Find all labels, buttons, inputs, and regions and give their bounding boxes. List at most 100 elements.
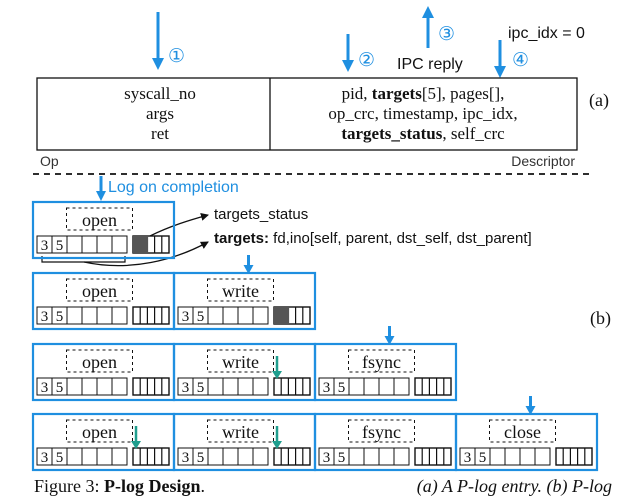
status-bitmap — [273, 377, 311, 396]
figure-caption-detail: (a) A P-log entry. (b) P-log — [417, 476, 612, 497]
status-cursor-arrowhead — [272, 441, 282, 449]
target-digit: 5 — [197, 450, 205, 466]
target-digit: 3 — [182, 380, 190, 396]
target-cell — [66, 447, 83, 466]
target-digit: 3 — [464, 450, 472, 466]
targets-description: targets: fd,ino[self, parent, dst_self, … — [214, 230, 532, 247]
descriptor-line-3: targets_status, self_crc — [341, 124, 505, 143]
target-cell — [207, 306, 224, 325]
target-cell — [519, 447, 536, 466]
status-bitmap — [132, 447, 170, 466]
op-name-box — [66, 278, 133, 302]
op-name-box — [489, 419, 556, 443]
target-cell — [111, 306, 128, 325]
op-name: fsync — [362, 352, 401, 372]
target-cell — [252, 377, 269, 396]
op-name-box — [348, 419, 415, 443]
target-cell — [111, 377, 128, 396]
part-a-tag: (a) — [589, 90, 609, 111]
target-digit: 5 — [197, 309, 205, 325]
target-digit: 3 — [41, 380, 49, 396]
status-cursor-arrowhead — [131, 441, 141, 449]
target-cell — [237, 377, 254, 396]
target-cell — [66, 377, 83, 396]
target-cell — [363, 377, 380, 396]
target-cell — [207, 447, 224, 466]
entry-frame — [454, 412, 599, 472]
target-cell — [81, 235, 98, 254]
target-cell — [489, 447, 506, 466]
target-digit: 5 — [56, 309, 64, 325]
target-cell — [237, 306, 254, 325]
target-cell — [81, 377, 98, 396]
target-digit: 3 — [41, 238, 49, 254]
op-name: open — [82, 352, 117, 372]
target-digit: 3 — [323, 450, 331, 466]
target-cell — [66, 235, 83, 254]
target-cell — [393, 447, 410, 466]
target-cell — [96, 235, 113, 254]
entry-frame — [31, 200, 176, 260]
marker-3: ③ — [438, 24, 455, 45]
target-cell — [81, 306, 98, 325]
op-name-box — [66, 349, 133, 373]
entry-frame — [172, 271, 317, 331]
status-bits-pending — [133, 236, 149, 253]
target-cell — [363, 447, 380, 466]
targets-status-label: targets_status — [214, 206, 308, 223]
status-pointer-arrow — [149, 213, 209, 237]
target-digit: 5 — [197, 380, 205, 396]
entry-frame — [313, 342, 458, 402]
target-cell — [534, 447, 551, 466]
op-field-ret: ret — [151, 124, 169, 143]
append-arrowhead — [384, 336, 395, 345]
marker-1: ① — [168, 46, 185, 67]
target-cell — [66, 306, 83, 325]
target-cell — [111, 235, 128, 254]
target-cell — [81, 447, 98, 466]
target-cell — [222, 306, 239, 325]
descriptor-label: Descriptor — [511, 153, 575, 169]
status-cursor-arrowhead — [272, 371, 282, 379]
target-cell — [348, 377, 365, 396]
op-input-arrowhead — [152, 58, 164, 70]
target-cell — [111, 447, 128, 466]
ipc-idx-arrowhead — [494, 66, 506, 78]
target-digit: 5 — [338, 450, 346, 466]
op-label: Op — [40, 153, 59, 169]
op-name-box — [66, 207, 133, 231]
op-name: open — [82, 281, 117, 301]
target-digit: 5 — [479, 450, 487, 466]
target-cell — [96, 447, 113, 466]
target-cell — [207, 377, 224, 396]
op-name: open — [82, 422, 117, 442]
ipc-idx-label: ipc_idx = 0 — [508, 25, 585, 42]
op-field-args: args — [146, 104, 174, 123]
target-digit: 3 — [41, 309, 49, 325]
target-cell — [393, 377, 410, 396]
target-digit: 5 — [56, 380, 64, 396]
log-on-completion-arrowhead — [96, 191, 106, 201]
status-bits-pending — [274, 307, 290, 324]
descriptor-line-2: op_crc, timestamp, ipc_idx, — [328, 104, 517, 123]
status-bitmap — [132, 377, 170, 396]
target-cell — [96, 306, 113, 325]
target-cell — [252, 306, 269, 325]
op-name: open — [82, 210, 117, 230]
op-name: write — [222, 352, 259, 372]
targets-pointer-arrow — [83, 241, 209, 267]
op-field-syscall-no: syscall_no — [124, 84, 196, 103]
target-cell — [378, 447, 395, 466]
op-name-box — [207, 278, 274, 302]
target-cell — [222, 377, 239, 396]
status-bitmap — [414, 377, 452, 396]
op-name-box — [348, 349, 415, 373]
